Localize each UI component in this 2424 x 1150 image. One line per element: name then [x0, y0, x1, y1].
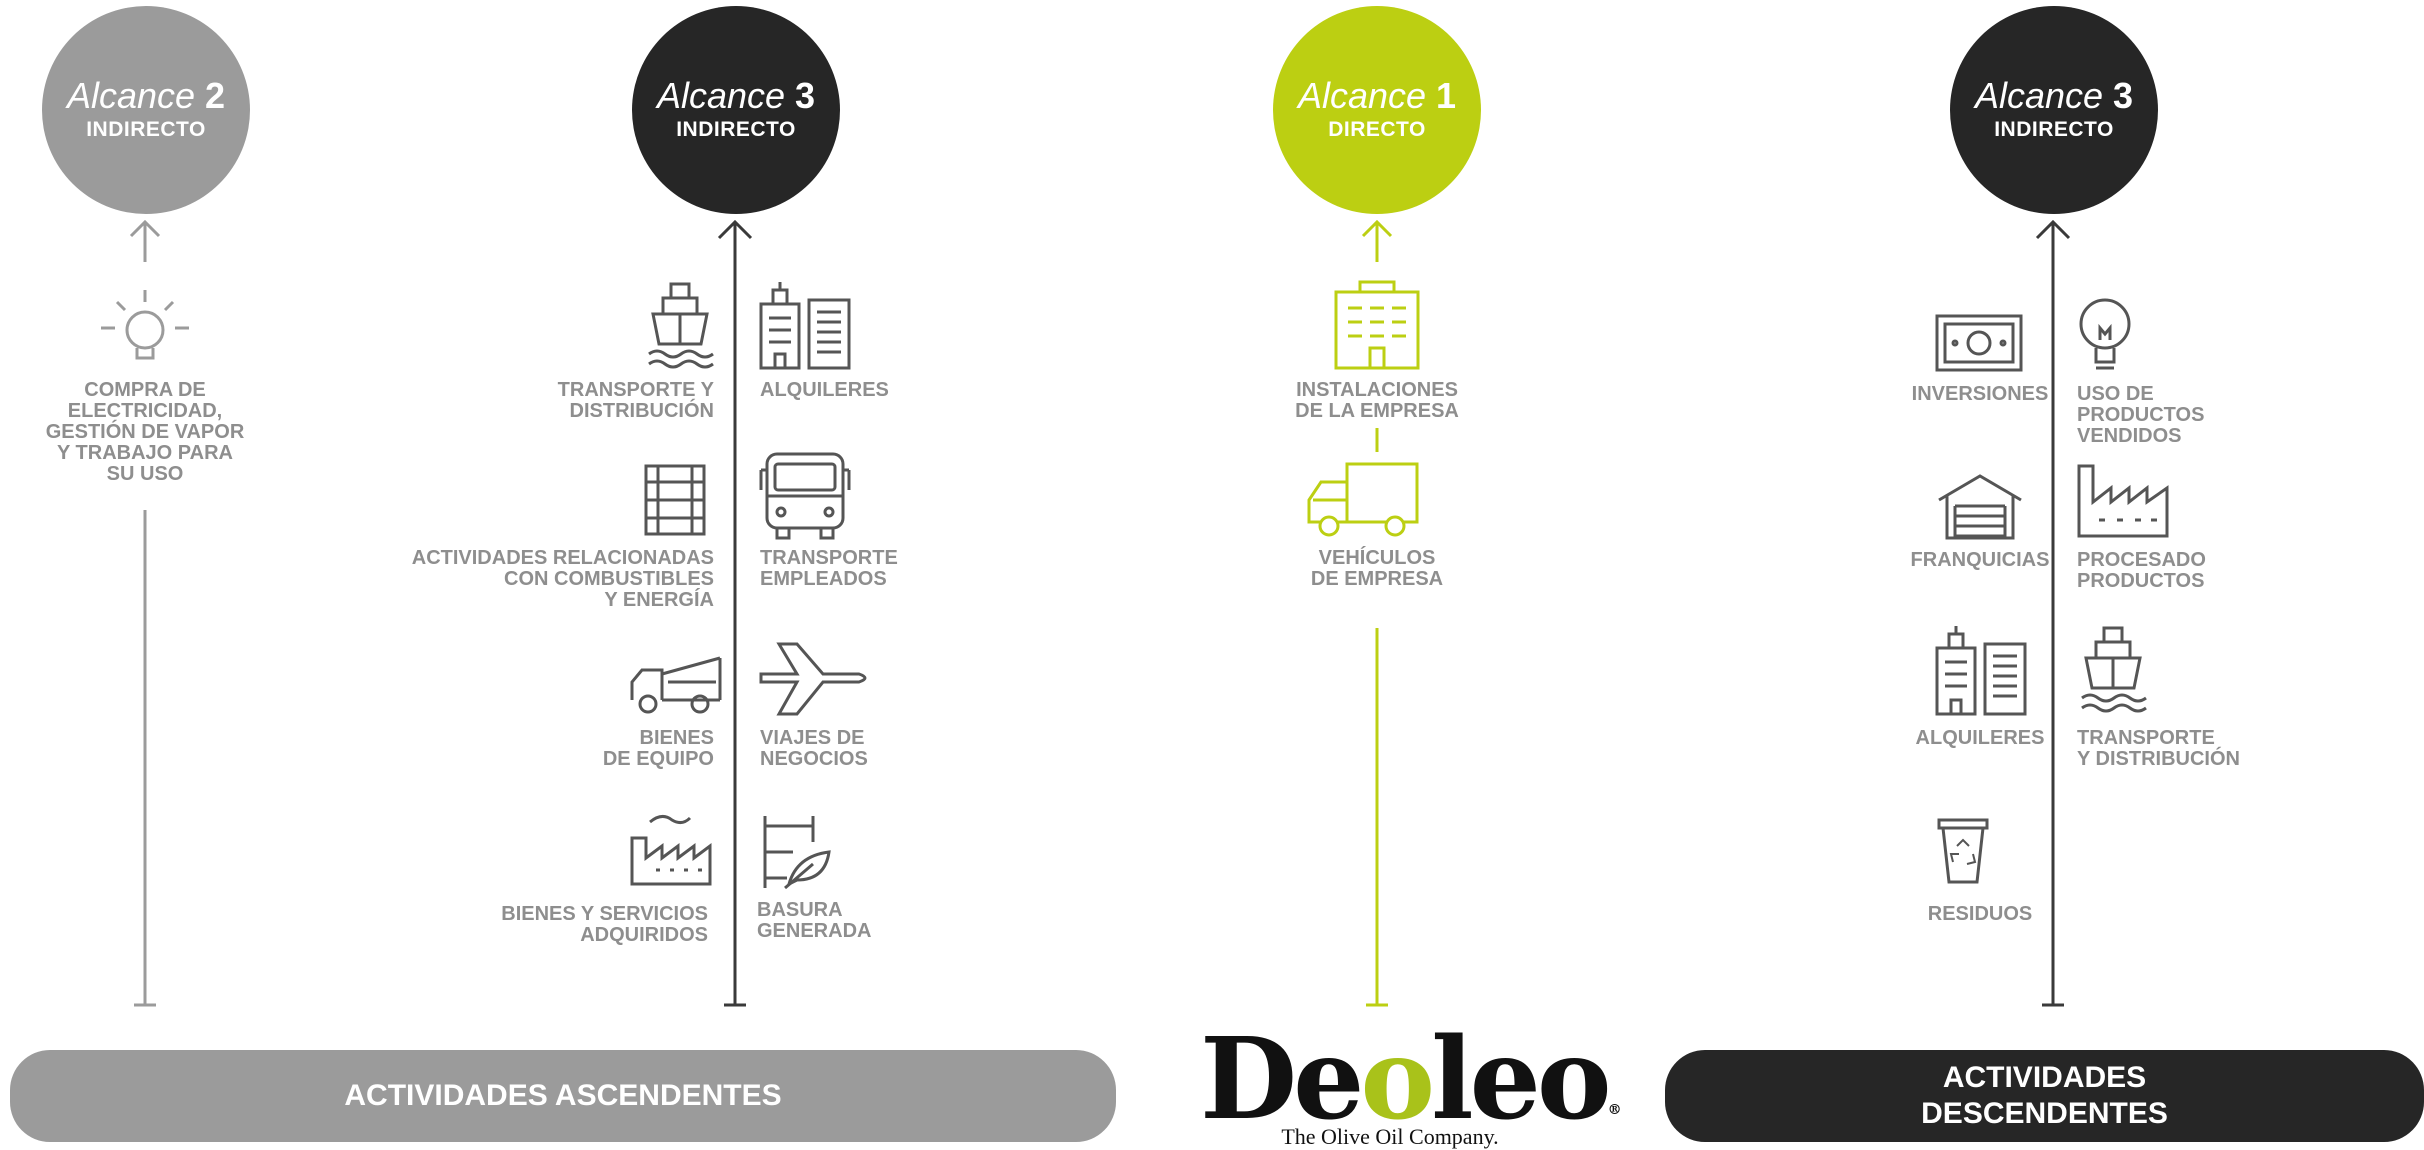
buildings-icon [759, 282, 851, 370]
scope-3-upstream-circle: Alcance 3 INDIRECTO [632, 6, 840, 214]
airplane-icon [759, 642, 867, 716]
upstream-activities-label: ACTIVIDADES ASCENDENTES [344, 1079, 782, 1112]
factory-icon [630, 815, 712, 886]
upstream-activities-bar: ACTIVIDADES ASCENDENTES [10, 1050, 1116, 1142]
downstream-item-label: FRANQUICIAS [1910, 549, 2050, 571]
downstream-item-label: TRANSPORTE Y DISTRIBUCIÓN [2077, 727, 2240, 770]
lightbulb-icon [2079, 298, 2131, 370]
downstream-item-label: PROCESADO PRODUCTOS [2077, 549, 2206, 592]
scope-number: 3 [795, 75, 816, 116]
factory-icon [2077, 464, 2169, 538]
registered-mark: ® [1607, 1102, 1622, 1118]
scope-1-circle: Alcance 1 DIRECTO [1273, 6, 1481, 214]
scope-type: INDIRECTO [1994, 118, 2114, 141]
upstream-item-label: ACTIVIDADES RELACIONADAS CON COMBUSTIBLE… [411, 547, 714, 611]
deoleo-logo: Deoleo® The Olive Oil Company. [1200, 1024, 1622, 1150]
waste-leaf-icon [763, 816, 831, 890]
scope2-item-label: COMPRA DE ELECTRICIDAD, GESTIÓN DE VAPOR… [45, 379, 245, 485]
scope-type: INDIRECTO [676, 118, 796, 141]
delivery-truck-icon [1307, 462, 1419, 537]
scope-type: INDIRECTO [86, 118, 206, 141]
equipment-truck-icon [630, 656, 722, 714]
logo-brand-a: De [1200, 1014, 1364, 1145]
money-icon [1935, 314, 2023, 372]
scope-3-downstream-circle: Alcance 3 INDIRECTO [1950, 6, 2158, 214]
downstream-activities-label: ACTIVIDADES DESCENDENTES [1921, 1061, 2168, 1130]
logo-brand-b: leo [1431, 1014, 1612, 1145]
downstream-activities-bar: ACTIVIDADES DESCENDENTES [1665, 1050, 2424, 1142]
scope-word: Alcance [1974, 75, 2104, 116]
downstream-item-label: INVERSIONES [1911, 383, 2049, 405]
upstream-item-label: TRANSPORTE EMPLEADOS [760, 547, 898, 590]
bus-icon [759, 452, 851, 540]
scope-type: DIRECTO [1328, 118, 1426, 141]
scope-word: Alcance [66, 75, 196, 116]
downstream-item-label: RESIDUOS [1927, 903, 2033, 925]
upstream-item-label: BIENES DE EQUIPO [602, 727, 714, 770]
scope-number: 2 [205, 75, 226, 116]
scope-word: Alcance [1297, 75, 1427, 116]
scope-2-circle: Alcance 2 INDIRECTO [42, 6, 250, 214]
scope1-item-label: VEHÍCULOS DE EMPRESA [1310, 547, 1444, 590]
scope1-item-label: INSTALACIONES DE LA EMPRESA [1295, 379, 1459, 422]
fuel-tank-icon [644, 464, 706, 536]
scope-number: 1 [1436, 75, 1457, 116]
ship-icon [648, 282, 714, 369]
downstream-item-label: USO DE PRODUCTOS VENDIDOS [2077, 383, 2205, 447]
upstream-item-label: TRANSPORTE Y DISTRIBUCIÓN [557, 379, 714, 422]
upstream-item-label: ALQUILERES [760, 379, 889, 401]
lightbulb-icon [101, 290, 189, 360]
scope-word: Alcance [656, 75, 786, 116]
scope-number: 3 [2113, 75, 2134, 116]
upstream-item-label: BIENES Y SERVICIOS ADQUIRIDOS [501, 903, 708, 946]
logo-brand-o: o [1360, 1014, 1435, 1145]
upstream-item-label: BASURA GENERADA [757, 899, 872, 942]
downstream-item-label: ALQUILERES [1915, 727, 2045, 749]
garage-icon [1938, 474, 2022, 540]
recycle-bin-icon [1937, 818, 1989, 884]
buildings-icon [1935, 626, 2027, 716]
office-building-icon [1334, 280, 1420, 370]
upstream-item-label: VIAJES DE NEGOCIOS [760, 727, 868, 770]
ship-icon [2081, 626, 2147, 713]
